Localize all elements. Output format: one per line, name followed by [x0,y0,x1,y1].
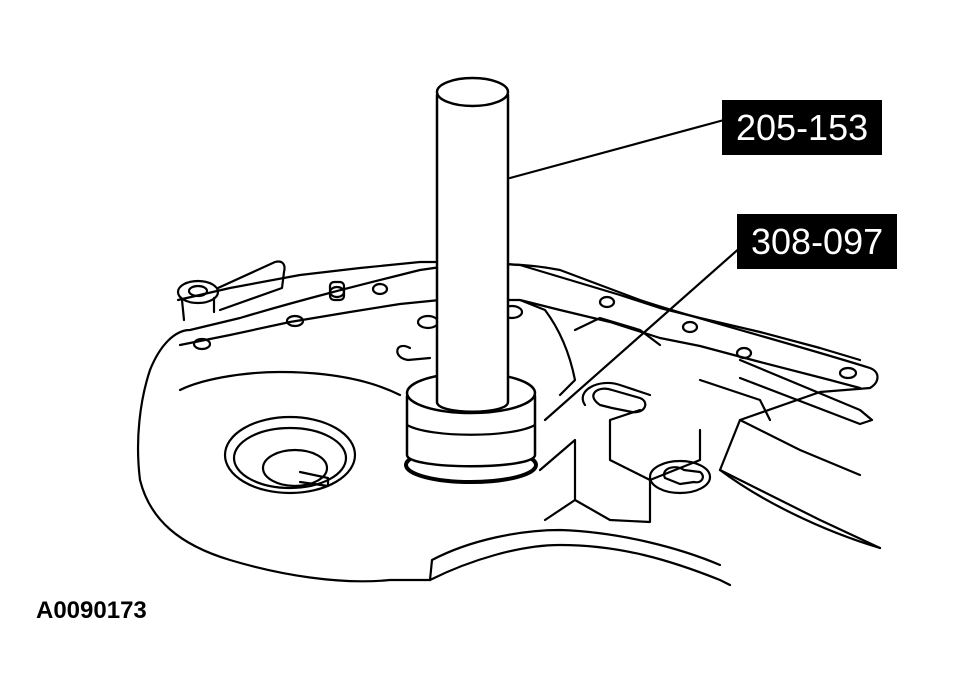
handle-rod-top [435,76,510,108]
bolt-hole [681,320,699,334]
leader-line-205-153 [508,118,726,180]
left-boss [176,279,220,305]
bolt-hole [371,282,389,296]
pump-housing-edge [518,298,577,397]
pocket-slot [298,470,330,488]
left-boss-hole [187,284,209,298]
center-web-2 [543,428,702,522]
snap-ring [396,345,432,362]
bolt-hole [598,295,616,309]
callout-205-153: 205-153 [722,100,883,155]
dowel-pin [328,280,346,302]
case-inner-floor [178,370,402,397]
callout-308-097: 308-097 [737,214,898,269]
pocket-inner [261,448,329,488]
figure-id: A0090173 [36,597,147,624]
bolt-hole [838,366,858,380]
left-rib [216,260,286,312]
case-lower-edge [136,368,732,587]
seal-installer-band [405,423,537,436]
center-web [538,408,652,524]
right-edge [718,468,882,550]
right-channel-2 [698,378,862,477]
leader-line-308-097 [543,244,744,422]
handle-rod-body [435,93,510,413]
right-keyhole-boss [648,459,712,495]
bolt-hole [285,314,305,328]
bolt-hole [735,346,753,360]
pump-housing-edge [573,316,662,347]
gasket-flange-upper [176,260,862,362]
pocket-rim [232,426,348,490]
seal-installer-body [405,394,537,468]
right-keyhole [662,466,704,486]
keyhole-port-rim [581,381,652,407]
case-bottom-rim [428,528,722,582]
keyhole-port [592,387,647,414]
left-rib-side [180,296,216,322]
gasket-flange-lower [178,298,862,390]
right-channel [738,358,874,426]
pump-bolt [416,314,440,330]
bolt-hole [192,337,212,351]
pocket-outer [223,415,357,495]
